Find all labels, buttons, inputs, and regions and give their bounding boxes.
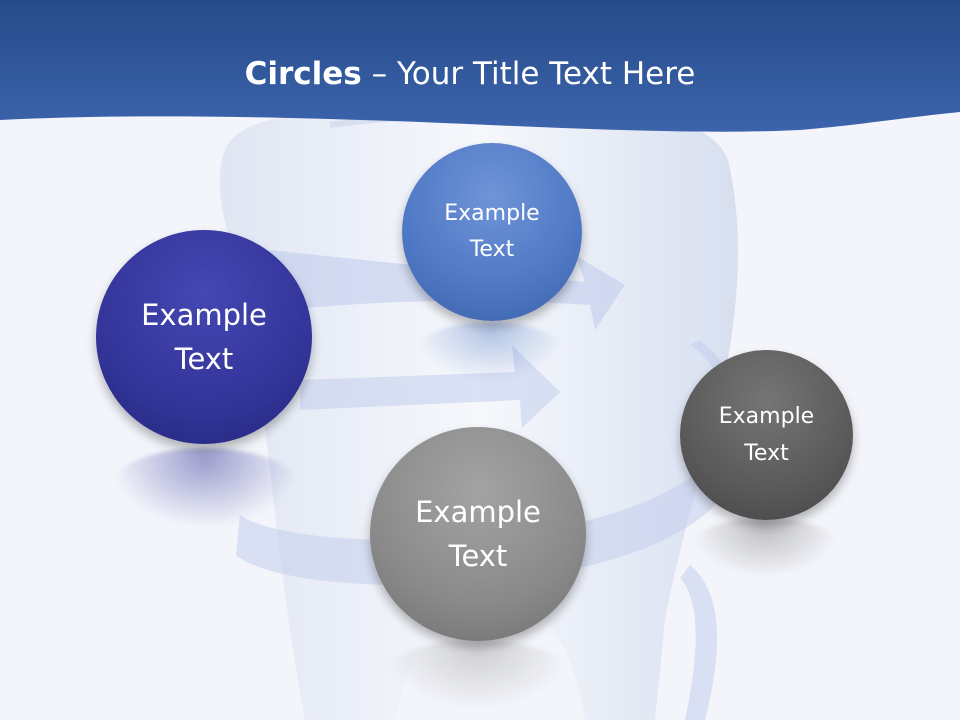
circle-dark-blue[interactable]: Example Text	[96, 230, 312, 444]
circle-label: Example Text	[415, 495, 541, 573]
header-banner	[0, 0, 960, 132]
circle-medium-gray[interactable]: Example Text	[370, 427, 586, 641]
circle-reflection	[415, 322, 565, 382]
circle-reflection	[690, 518, 840, 578]
page-title: Circles – Your Title Text Here	[0, 52, 940, 96]
circle-reflection	[110, 448, 300, 528]
circle-light-blue[interactable]: Example Text	[402, 143, 582, 321]
circle-label: Example Text	[141, 298, 267, 376]
circle-reflection	[385, 640, 570, 710]
title-bold-text: Circles	[244, 56, 362, 92]
circle-label: Example Text	[444, 201, 540, 262]
title-rest-text: – Your Title Text Here	[361, 56, 696, 92]
circle-dark-gray[interactable]: Example Text	[680, 350, 853, 520]
circle-label: Example Text	[718, 404, 815, 466]
